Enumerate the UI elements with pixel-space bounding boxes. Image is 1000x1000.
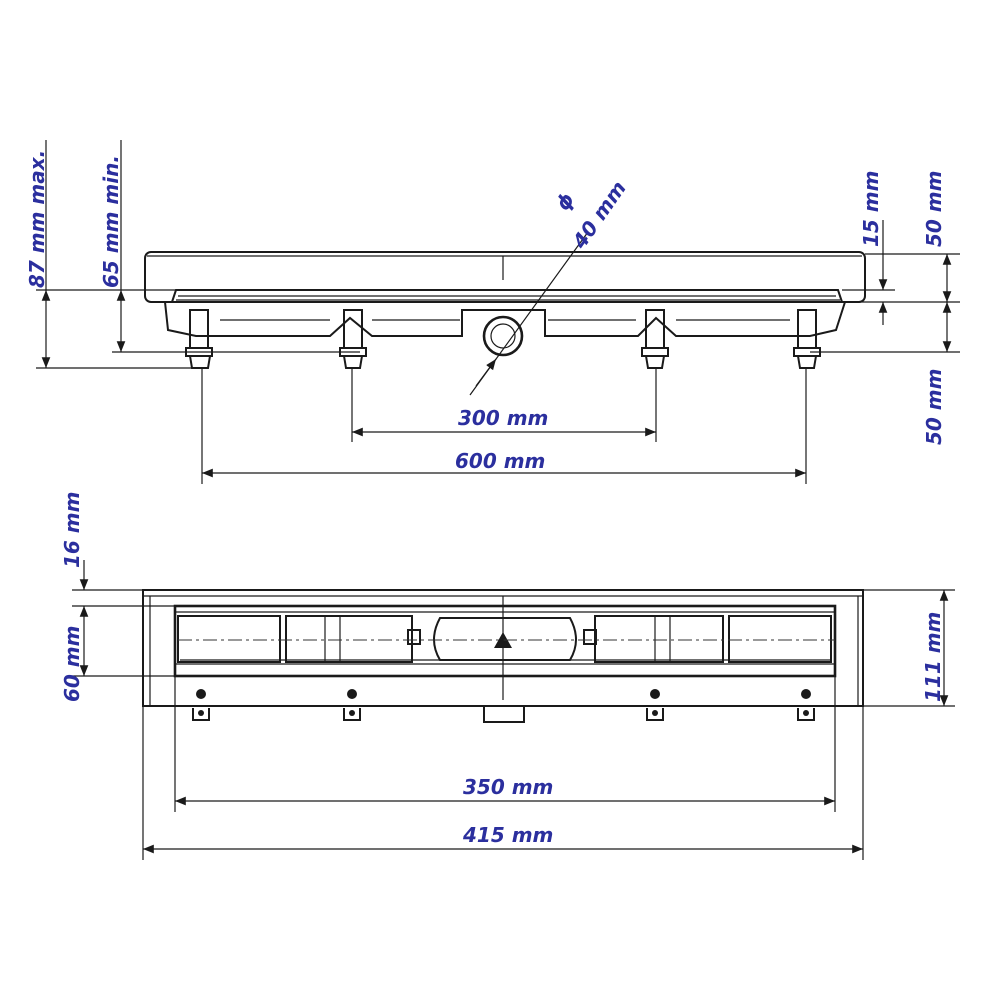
depth-max-label: 87 mm max. <box>25 150 49 288</box>
inner-width-label: 60 mm <box>60 626 84 702</box>
bottom-height-label: 50 mm <box>922 369 946 445</box>
side-foot-4 <box>793 309 821 369</box>
depth-min-label: 65 mm min. <box>99 155 123 288</box>
inner-feet-spacing-label: 300 mm <box>458 406 548 430</box>
top-clip-3 <box>646 689 664 721</box>
top-outlet <box>483 705 525 723</box>
top-clip-1 <box>192 689 210 721</box>
side-outlet-pipe <box>482 315 524 357</box>
total-length-label: 415 mm <box>462 823 553 847</box>
side-view: 87 mm max. 65 mm min. ϕ 40 mm 15 mm 50 m… <box>25 140 960 484</box>
pipe-diameter-label: 40 mm <box>567 176 631 253</box>
top-clip-4 <box>797 689 815 721</box>
diameter-symbol: ϕ <box>550 188 579 215</box>
side-foot-2 <box>339 309 367 369</box>
top-center-drain <box>433 617 577 661</box>
channel-length-label: 350 mm <box>463 775 553 799</box>
top-clip-2 <box>343 689 361 721</box>
top-channel <box>173 604 837 678</box>
grate-thickness-label: 15 mm <box>859 171 883 247</box>
side-grate <box>171 289 843 303</box>
edge-offset-label: 16 mm <box>60 492 84 568</box>
total-width-label: 111 mm <box>921 612 945 702</box>
top-view: 16 mm 60 mm 111 mm 350 mm 415 mm <box>60 492 955 860</box>
side-body-outline <box>144 251 866 303</box>
side-foot-1 <box>185 309 213 369</box>
outer-feet-spacing-label: 600 mm <box>455 449 545 473</box>
side-channel <box>164 301 846 337</box>
top-height-label: 50 mm <box>922 171 946 247</box>
side-foot-3 <box>641 309 669 369</box>
